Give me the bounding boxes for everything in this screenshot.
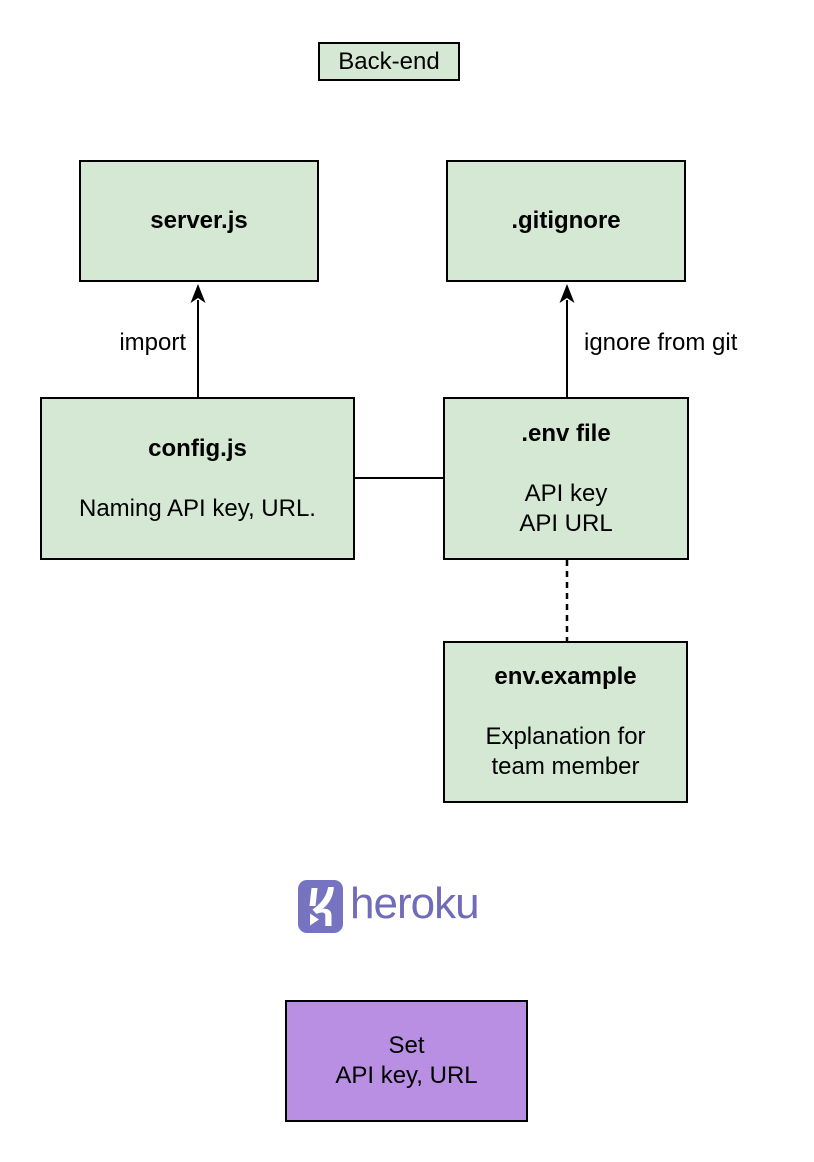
node-server-js: server.js [79, 160, 319, 282]
heroku-logo-icon [298, 880, 343, 933]
heroku-wordmark: heroku [350, 879, 480, 928]
ignore-from-git-edge-label: ignore from git [584, 329, 738, 356]
import-edge-label: import [119, 329, 186, 356]
import-arrow [190, 284, 206, 397]
node-env-file: .env file API key API URL [443, 397, 689, 560]
env-file-body-line2: API URL [519, 509, 613, 537]
node-set-api-key-url: Set API key, URL [285, 1000, 528, 1122]
back-end-label: Back-end [338, 47, 440, 75]
node-gitignore: .gitignore [446, 160, 686, 282]
gitignore-title: .gitignore [511, 207, 621, 234]
set-api-line2: API key, URL [335, 1062, 478, 1089]
config-js-title: config.js [148, 434, 247, 462]
node-back-end: Back-end [318, 42, 460, 81]
env-example-body-line2: team member [491, 753, 640, 780]
node-env-example: env.example Explanation for team member [443, 641, 688, 803]
env-example-body-line1: Explanation for [485, 723, 646, 750]
env-file-title: .env file [521, 419, 611, 447]
env-example-title: env.example [494, 663, 637, 690]
heroku-logo: heroku [298, 874, 480, 933]
ignore-from-git-arrow [559, 284, 575, 397]
server-js-title: server.js [150, 207, 248, 234]
node-config-js: config.js Naming API key, URL. [40, 397, 355, 560]
set-api-line1: Set [388, 1032, 425, 1059]
config-js-body: Naming API key, URL. [79, 494, 316, 522]
env-file-body-line1: API key [524, 479, 608, 507]
